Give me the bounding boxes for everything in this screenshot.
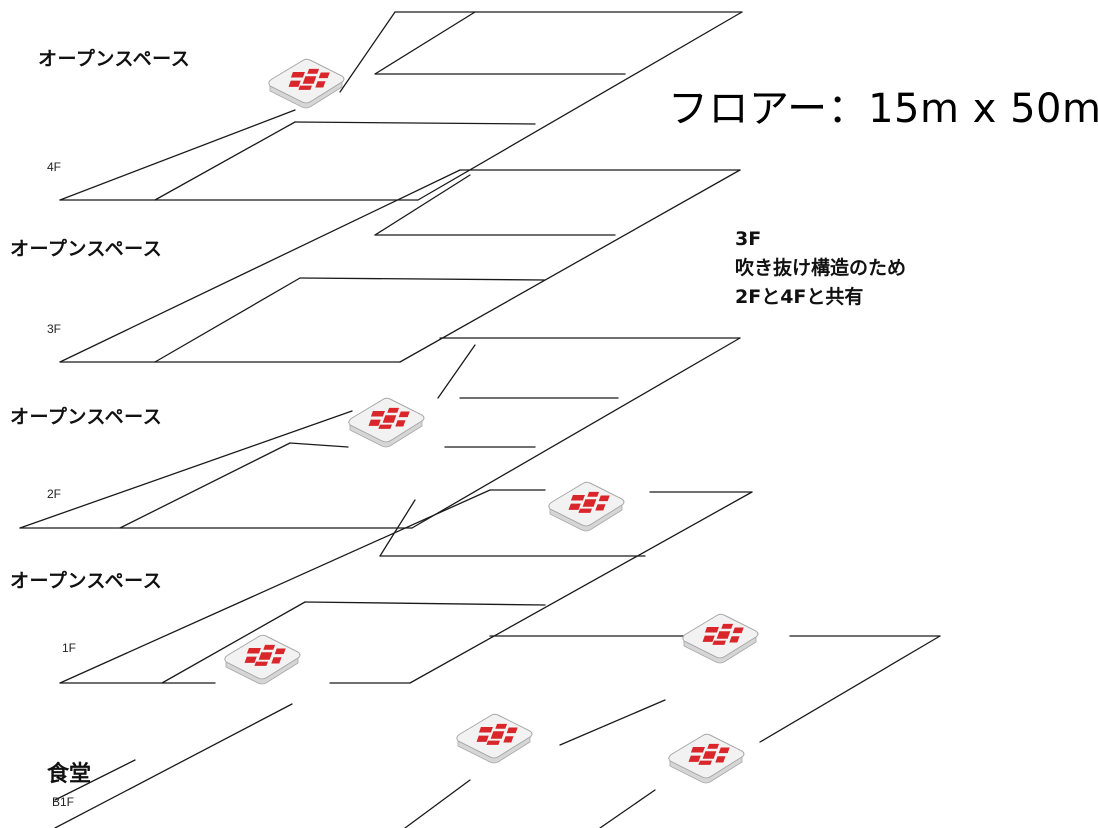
access-point-icon-2f (348, 397, 425, 448)
access-point-icon-4f (268, 58, 345, 109)
floor-label-b1f: B1F (52, 795, 75, 809)
note-line-3: 2Fと4Fと共有 (735, 286, 864, 308)
floor-label-1f: 1F (62, 641, 77, 655)
floor-plate-b1f (54, 635, 941, 828)
space-label-3f: オープンスペース (10, 238, 163, 260)
access-point-icon-1f-upper (548, 481, 625, 532)
space-label-b1f: 食堂 (47, 762, 92, 787)
note-line-1: 3F (735, 228, 762, 250)
floor-label-2f: 2F (47, 487, 62, 501)
access-point-icon-1f-left (224, 634, 301, 685)
note-line-2: 吹き抜け構造のため (735, 257, 907, 279)
access-point-icon-b1f-left (456, 713, 533, 764)
access-point-icon-b1f-right (668, 733, 745, 784)
access-point-icon-1f-right (682, 613, 759, 664)
floor-plate-2f (19, 337, 741, 529)
floor-size-label: フロアー：15m x 50m (668, 86, 1098, 132)
space-label-2f: オープンスペース (10, 406, 163, 428)
space-label-1f: オープンスペース (10, 570, 163, 592)
floor-plate-3f (59, 169, 741, 363)
floor-plate-1f (59, 489, 753, 684)
floor-plate-4f (59, 11, 743, 201)
floor-label-4f: 4F (47, 160, 62, 174)
floor-label-3f: 3F (47, 322, 62, 336)
space-label-4f: オープンスペース (38, 48, 191, 70)
floor-3f-note: 3F 吹き抜け構造のため 2Fと4Fと共有 (735, 225, 906, 312)
